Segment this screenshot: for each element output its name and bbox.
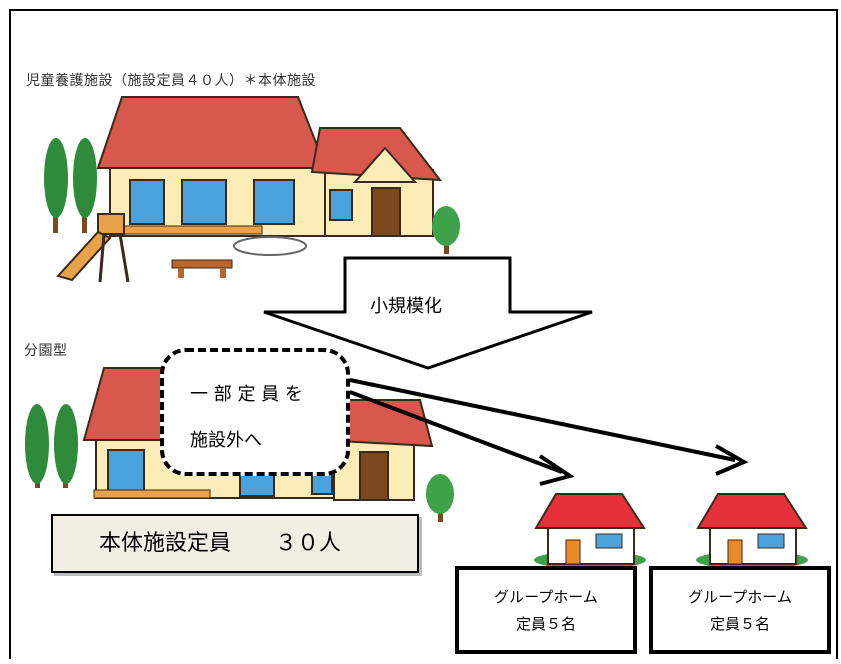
down-arrow-icon <box>263 256 593 370</box>
group-home-icon <box>696 493 808 569</box>
main-facility-illustration <box>44 96 460 283</box>
group-home-box: グループホーム 定員５名 <box>649 566 831 654</box>
branch-type-label: 分園型 <box>24 343 68 359</box>
group-home-box: グループホーム 定員５名 <box>455 566 637 654</box>
main-capacity-box: 本体施設定員 ３０人 <box>51 514 419 573</box>
slide-icon <box>56 213 130 283</box>
group-home-title: グループホーム <box>494 588 598 606</box>
main-facility-label: 児童養護施設（施設定員４０人）＊本体施設 <box>26 73 316 89</box>
tree-icon <box>25 404 49 488</box>
downsizing-label: 小規模化 <box>370 296 442 317</box>
transfer-arrow-icon <box>349 390 575 486</box>
transfer-arrow-icon <box>349 378 749 476</box>
group-home-capacity: 定員５名 <box>709 615 770 633</box>
group-home-title: グループホーム <box>688 588 792 606</box>
callout-line-1: 一 部 定 員 を <box>190 384 303 405</box>
tree-icon <box>54 404 78 488</box>
bush-icon <box>432 206 460 254</box>
group-home-icon <box>534 493 646 569</box>
group-home-capacity: 定員５名 <box>515 615 576 633</box>
bench-icon <box>171 259 233 278</box>
callout-line-2: 施設外へ <box>190 430 262 451</box>
tree-icon <box>44 138 68 233</box>
tree-icon <box>73 138 97 233</box>
bush-icon <box>426 474 454 522</box>
diagram-frame <box>9 9 838 659</box>
callout-box: 一 部 定 員 を 施設外へ <box>160 348 350 476</box>
